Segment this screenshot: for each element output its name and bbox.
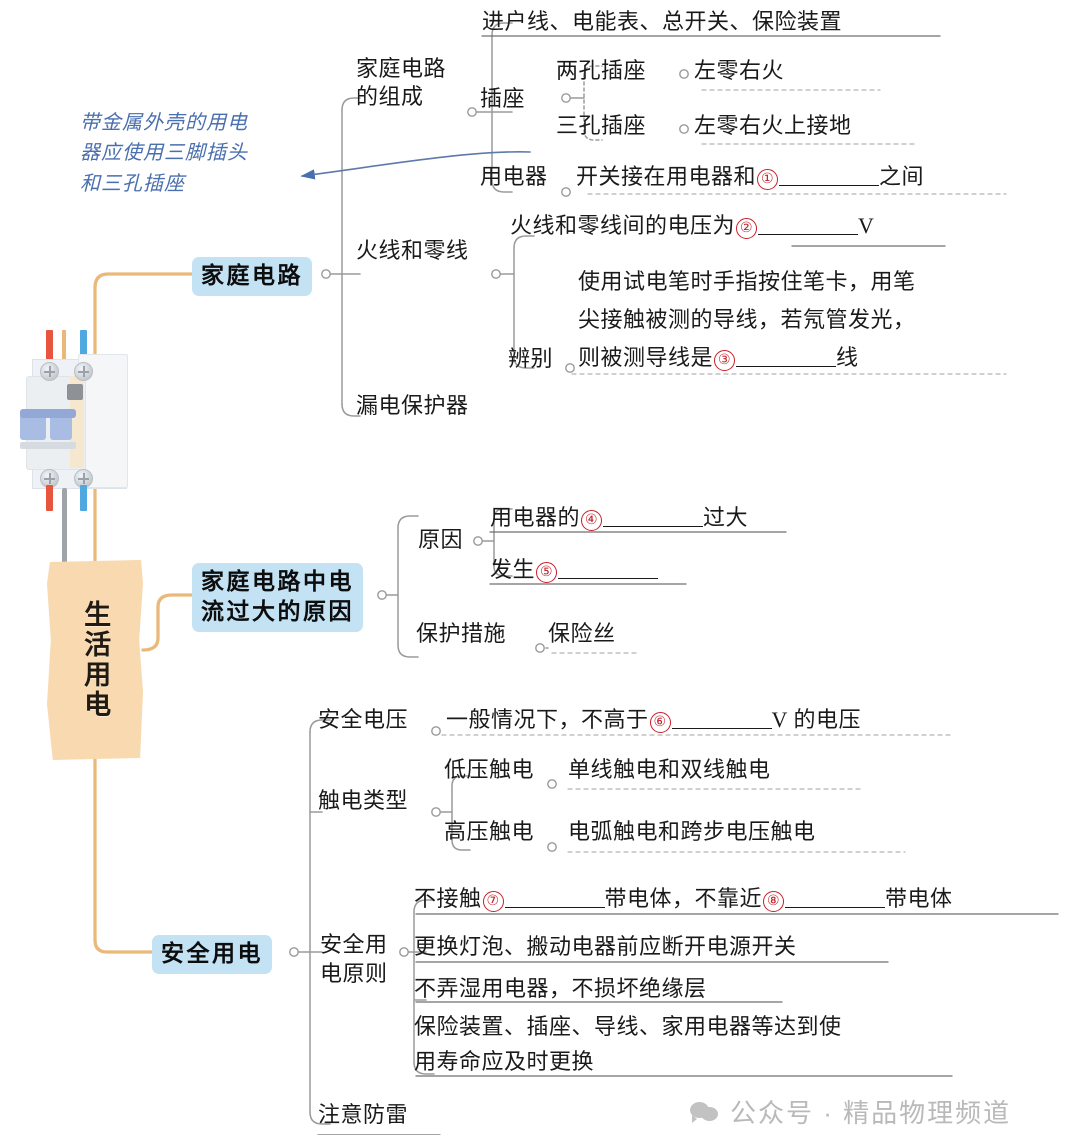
- breaker-toggle-lever-right: [50, 414, 72, 440]
- node-appliance[interactable]: 用电器: [480, 164, 548, 189]
- leaf-low-voltage-shock-value[interactable]: 单线触电和双线触电: [568, 757, 771, 782]
- node-home-circuit-composition-line2: 的组成: [356, 84, 424, 110]
- node-safety-principles-line2: 电原则: [320, 960, 388, 986]
- node-leakage-protector[interactable]: 漏电保护器: [356, 393, 469, 418]
- breaker-output-cable: [62, 488, 67, 566]
- leaf-voltage-text-before: 火线和零线间的电压为: [510, 213, 736, 238]
- breaker-live-terminal-bottom: [46, 485, 53, 511]
- leaf-rule1-text-mid: 带电体，不靠近: [604, 886, 763, 911]
- leaf-safe-voltage-text-before: 一般情况下，不高于: [446, 707, 649, 732]
- leaf-cause1-text-after: 过大: [703, 505, 749, 530]
- handwritten-note: 带金属外壳的用电 器应使用三脚插头 和三孔插座: [80, 112, 248, 195]
- leaf-switch-text-before: 开关接在用电器和: [576, 164, 757, 189]
- blank-number-4: ④: [581, 510, 603, 531]
- node-identify-wire[interactable]: 辨别: [508, 346, 554, 371]
- blank-field-3[interactable]: [736, 351, 837, 367]
- blank-number-8: ⑧: [763, 891, 785, 912]
- leaf-low-voltage-shock-label[interactable]: 低压触电: [444, 757, 535, 782]
- node-lightning-protection[interactable]: 注意防雷: [318, 1102, 409, 1127]
- leaf-switch-text-after: 之间: [879, 164, 925, 189]
- topic-badge-safe-use-label: 安全用电: [161, 940, 263, 966]
- leaf-two-hole-socket-value[interactable]: 左零右火: [694, 58, 785, 83]
- blank-field-2[interactable]: [758, 219, 859, 235]
- leaf-safe-voltage-text-after: V 的电压: [771, 707, 862, 732]
- node-shock-type[interactable]: 触电类型: [318, 788, 409, 813]
- topic-badge-home-circuit[interactable]: 家庭电路: [192, 257, 312, 296]
- blank-field-4[interactable]: [603, 511, 704, 527]
- topic-badge-overcurrent[interactable]: 家庭电路中电 流过大的原因: [192, 563, 363, 632]
- leaf-two-hole-socket-label[interactable]: 两孔插座: [556, 58, 647, 83]
- leaf-turn-off-before-changing-bulb[interactable]: 更换灯泡、搬动电器前应断开电源开关: [414, 934, 797, 959]
- leaf-three-hole-socket-label[interactable]: 三孔插座: [556, 113, 647, 138]
- leaf-replace-worn-parts-line2[interactable]: 用寿命应及时更换: [414, 1049, 595, 1074]
- leaf-replace-worn-parts-line1[interactable]: 保险装置、插座、导线、家用电器等达到使: [414, 1014, 842, 1039]
- blank-number-2: ②: [736, 218, 758, 239]
- leaf-test-pen-text-after: 线: [836, 345, 859, 370]
- topic-badge-overcurrent-line1: 家庭电路中电: [201, 568, 354, 594]
- blank-field-6[interactable]: [671, 713, 772, 729]
- leaf-incoming-line-meter[interactable]: 进户线、电能表、总开关、保险装置: [482, 9, 843, 34]
- blank-number-5: ⑤: [536, 562, 558, 583]
- leaf-three-hole-socket-value[interactable]: 左零右火上接地: [694, 113, 852, 138]
- leaf-test-pen-line1[interactable]: 使用试电笔时手指按住笔卡，用笔: [578, 269, 916, 294]
- root-node-label: 生活用电: [80, 600, 111, 720]
- topic-badge-home-circuit-label: 家庭电路: [201, 262, 303, 288]
- node-overcurrent-cause[interactable]: 原因: [418, 527, 464, 552]
- topic-badge-overcurrent-line2: 流过大的原因: [201, 597, 354, 624]
- blank-number-3: ③: [714, 350, 736, 371]
- watermark: 公众号 · 精品物理频道: [690, 1093, 1011, 1130]
- leaf-high-voltage-shock-label[interactable]: 高压触电: [444, 819, 535, 844]
- breaker-screw-bottom-left: [40, 469, 59, 488]
- leaf-cause2-text-before: 发生: [490, 557, 536, 582]
- blank-field-1[interactable]: [779, 170, 880, 186]
- node-protective-measure[interactable]: 保护措施: [416, 621, 507, 646]
- blank-field-8[interactable]: [785, 892, 886, 908]
- blank-number-1: ①: [757, 169, 779, 190]
- breaker-toggle-lever-left: [20, 414, 46, 440]
- leaf-rule1-text-before: 不接触: [414, 886, 482, 911]
- watermark-text: 公众号 · 精品物理频道: [730, 1098, 1012, 1128]
- breaker-toggle-bar: [20, 409, 76, 418]
- blank-number-7: ⑦: [482, 891, 504, 912]
- leaf-high-voltage-shock-value[interactable]: 电弧触电和跨步电压触电: [568, 819, 816, 844]
- wechat-icon: [690, 1100, 720, 1124]
- node-safety-principles-line1: 安全用: [320, 932, 388, 957]
- leaf-do-not-wet-appliance[interactable]: 不弄湿用电器，不损坏绝缘层: [414, 976, 707, 1001]
- node-home-circuit-composition-line1: 家庭电路: [356, 56, 447, 81]
- breaker-screw-top-right: [74, 362, 93, 381]
- node-home-circuit-composition[interactable]: 家庭电路 的组成: [356, 55, 446, 111]
- node-live-neutral-wire[interactable]: 火线和零线: [356, 238, 469, 263]
- blank-field-5[interactable]: [558, 563, 659, 579]
- leaf-cause1-text-before: 用电器的: [490, 505, 581, 530]
- node-safety-principles[interactable]: 安全用 电原则: [320, 931, 388, 988]
- breaker-live-terminal-top: [46, 330, 53, 362]
- leaf-voltage-text-after: V: [858, 213, 875, 238]
- breaker-indicator-window: [67, 384, 83, 400]
- root-node[interactable]: 生活用电: [47, 560, 143, 760]
- breaker-toggle-base: [20, 442, 76, 449]
- leaf-rule1-text-after: 带电体: [885, 886, 953, 911]
- node-socket[interactable]: 插座: [480, 86, 526, 111]
- node-safe-voltage[interactable]: 安全电压: [318, 707, 409, 732]
- topic-badge-safe-use[interactable]: 安全用电: [152, 935, 272, 974]
- leaf-fuse[interactable]: 保险丝: [548, 621, 616, 646]
- leaf-test-pen-line2[interactable]: 尖接触被测的导线，若氖管发光，: [578, 307, 916, 332]
- breaker-neutral-terminal-bottom: [80, 485, 87, 511]
- blank-number-6: ⑥: [649, 712, 671, 733]
- blank-field-7[interactable]: [504, 892, 605, 908]
- breaker-screw-top-left: [40, 362, 59, 381]
- leaf-test-pen-text-before: 则被测导线是: [578, 345, 714, 370]
- breaker-neutral-terminal-top: [80, 330, 87, 362]
- breaker-feed-wire: [62, 330, 66, 362]
- circuit-breaker-illustration: [18, 330, 148, 566]
